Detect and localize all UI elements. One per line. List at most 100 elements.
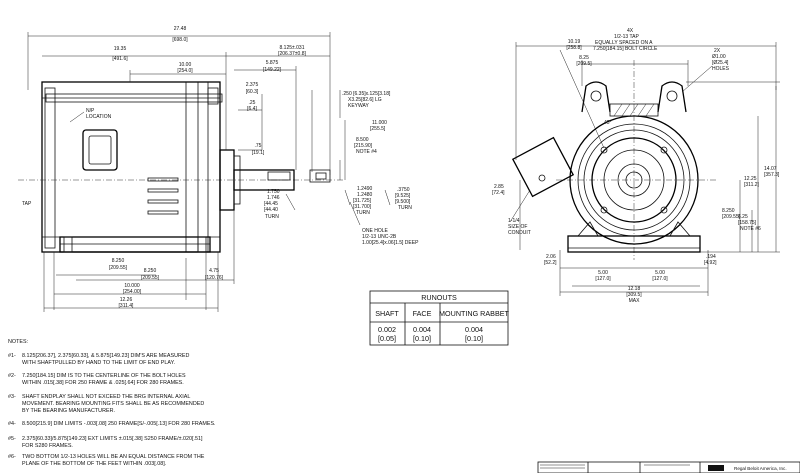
svg-text:#1-: #1- (8, 353, 16, 359)
notes-heading: NOTES: (8, 339, 28, 345)
svg-text:7.250[184.15] BOLT CIRCLE: 7.250[184.15] BOLT CIRCLE (593, 46, 658, 52)
dim-12-25: 12.25 (744, 176, 757, 182)
svg-text:[209.55]: [209.55] (109, 265, 128, 271)
svg-text:[209.5]: [209.5] (576, 61, 592, 67)
end-view-feet (567, 235, 701, 253)
svg-text:#4-: #4- (8, 421, 16, 427)
dim-0-194: .194 (706, 254, 716, 260)
svg-text:CONDUIT: CONDUIT (508, 230, 531, 236)
bolt-holes (600, 146, 668, 214)
company-name: Regal Beloit America, Inc. (734, 466, 787, 471)
note-5: #5- 2.375[60.33]/5.875[149.23] EXT LIMIT… (8, 436, 203, 449)
dim-8-250-a: 8.250 (112, 258, 125, 264)
lifting-lug-left (581, 81, 611, 113)
svg-text:[0.10]: [0.10] (413, 334, 431, 343)
svg-text:[127.0]: [127.0] (652, 276, 668, 282)
svg-text:#5-: #5- (8, 436, 16, 442)
svg-text:[311.4]: [311.4] (119, 303, 135, 309)
svg-text:WITH SHAFTPULLED BY HAND TO TH: WITH SHAFTPULLED BY HAND TO THE LIMIT OF… (22, 360, 175, 366)
svg-text:HOLES: HOLES (712, 66, 730, 72)
runout-shaft-value: 0.002 (378, 325, 396, 334)
angle-45: 45° (604, 120, 612, 126)
svg-text:PLANE OF THE BOTTOM OF THE FEE: PLANE OF THE BOTTOM OF THE FEET WITHIN .… (22, 461, 166, 467)
conduit-box (82, 129, 118, 171)
svg-text:[9.525]: [9.525] (395, 193, 411, 199)
svg-text:[44.45: [44.45 (264, 201, 278, 207)
shaft-dim-1: 1.2490 (357, 186, 373, 192)
runouts-col-shaft: SHAFT (375, 309, 399, 318)
tap-label-left: TAP (22, 201, 32, 207)
end-view-conduit-box (511, 136, 575, 198)
svg-text:MOVEMENT. BEARING MOUNTING FIT: MOVEMENT. BEARING MOUNTING FITS SHALL BE… (22, 401, 204, 407)
svg-text:[72.4]: [72.4] (492, 190, 505, 196)
dim-5-875: 5.875 (266, 60, 279, 66)
company-logo (708, 465, 724, 471)
dim-5-00-b: 5.00 (655, 270, 665, 276)
svg-text:1.00[25.4]x.06[1.5] DEEP: 1.00[25.4]x.06[1.5] DEEP (362, 240, 419, 246)
note-3: #3- SHAFT ENDPLAY SHALL NOT EXCEED THE B… (8, 394, 204, 414)
svg-text:[4.92]: [4.92] (704, 260, 717, 266)
dim-8-250-b: 8.250 (144, 268, 157, 274)
turn-label-2: TURN (356, 210, 370, 216)
svg-text:[206.37±0.8]: [206.37±0.8] (278, 51, 306, 57)
svg-text:[127.0]: [127.0] (595, 276, 611, 282)
svg-text:MAX: MAX (629, 298, 641, 304)
runouts-col-face: FACE (413, 309, 432, 318)
svg-text:[311.2]: [311.2] (744, 182, 760, 188)
svg-text:Ø1.00: Ø1.00 (712, 54, 726, 60)
dim-overall-length: 27.48 (174, 26, 187, 32)
note-2: #2- 7.250[184.15] DIM IS TO THE CENTERLI… (8, 373, 186, 386)
svg-text:[258.8]: [258.8] (566, 45, 582, 51)
note-1: #1- 8.125[206.37], 2.375[60.33], & 5.875… (8, 353, 189, 366)
svg-text:8.125[206.37], 2.375[60.33], &: 8.125[206.37], 2.375[60.33], & 5.875[149… (22, 353, 189, 359)
dim-8-250-v: 8.250 (722, 208, 735, 214)
bolt-circle-note: 4X (627, 28, 634, 34)
svg-text:#2-: #2- (8, 373, 16, 379)
dim-8-125: 8.125±.031 (280, 45, 305, 51)
svg-text:SHAFT ENDPLAY SHALL NOT EXCEED: SHAFT ENDPLAY SHALL NOT EXCEED THE BRG I… (22, 394, 190, 400)
dim-14-07: 14.07 (764, 166, 777, 172)
motor-body-outline (41, 81, 221, 253)
lifting-lug-right (657, 81, 687, 113)
svg-text:[254.0]: [254.0] (177, 68, 193, 74)
svg-text:1/2-13 TAP: 1/2-13 TAP (614, 34, 639, 40)
svg-text:[158.75]: [158.75] (738, 220, 757, 226)
svg-text:BY THE BEARING MANUFACTURER.: BY THE BEARING MANUFACTURER. (22, 408, 115, 414)
runouts-table: RUNOUTS SHAFT FACE MOUNTING RABBET 0.002… (369, 290, 510, 346)
runout-face-value: 0.004 (413, 325, 431, 334)
svg-text:SIZE OF: SIZE OF (508, 224, 527, 230)
dim-4-75: 4.75 (209, 268, 219, 274)
svg-text:[357.3]: [357.3] (764, 172, 780, 178)
dim-6-25: 6.25 (738, 214, 748, 220)
svg-text:#3-: #3- (8, 394, 16, 400)
svg-text:WITHIN .015[.38] FOR 250 FRAME: WITHIN .015[.38] FOR 250 FRAME & .025[.6… (22, 380, 184, 386)
svg-text:[491.6]: [491.6] (112, 56, 128, 62)
svg-text:[0.10]: [0.10] (465, 334, 483, 343)
dim-10-00: 10.00 (179, 62, 192, 68)
svg-text:[254.00]: [254.00] (123, 289, 142, 295)
svg-text:[149.22]: [149.22] (263, 67, 282, 73)
top-hatch (609, 103, 659, 117)
side-view-dimension-lines (27, 32, 391, 312)
one-hole-note: ONE HOLE (362, 228, 389, 234)
svg-text:TWO BOTTOM 1/2-13 HOLES WILL B: TWO BOTTOM 1/2-13 HOLES WILL BE AN EQUAL… (22, 454, 205, 460)
svg-text:[309.5]: [309.5] (626, 292, 642, 298)
runouts-title: RUNOUTS (421, 293, 457, 302)
dim-8-500: 8.500 (356, 137, 369, 143)
svg-text:LOCATION: LOCATION (86, 114, 112, 120)
svg-text:[255.5]: [255.5] (370, 126, 386, 132)
svg-text:[19.1]: [19.1] (252, 150, 265, 156)
svg-text:1.2480: 1.2480 (357, 192, 373, 198)
dim-19-35: 19.35 (114, 46, 127, 52)
svg-text:#6-: #6- (8, 454, 16, 460)
shaft-dim-3: .3750 (397, 187, 410, 193)
keyway-label: .250 [6.35]x.125[3.18] (342, 91, 391, 97)
svg-text:2.375[60.33]/5.875[149.23] EXT: 2.375[60.33]/5.875[149.23] EXT LIMITS ±.… (22, 436, 203, 442)
motor-feet (59, 236, 211, 253)
note-4: #4- 8.500[215.9] DIM LIMITS -.003[.08] 2… (8, 421, 216, 427)
shaft-dim-2: 1.750 (267, 189, 280, 195)
svg-text:8.500[215.9] DIM LIMITS -.003[: 8.500[215.9] DIM LIMITS -.003[.08] 250 F… (22, 421, 216, 427)
svg-text:[60.3]: [60.3] (246, 89, 259, 95)
end-view-dimension-lines (509, 42, 780, 296)
